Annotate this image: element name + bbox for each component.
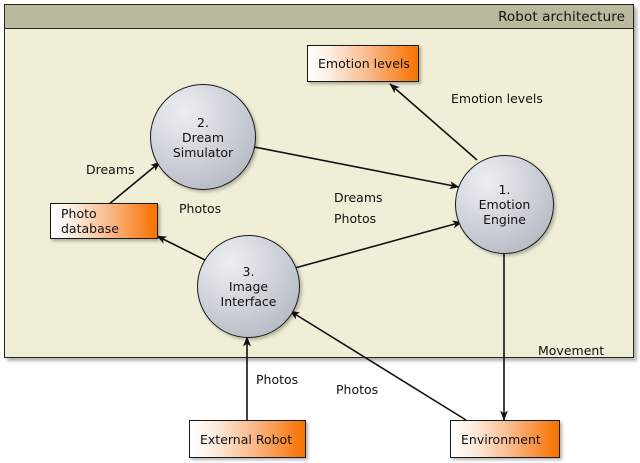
node-image-interface-line1: Image [228,279,269,294]
node-emotion-engine[interactable]: 1. Emotion Engine [455,155,554,254]
node-image-interface[interactable]: 3. Image Interface [197,235,300,338]
label-emotion-levels-flow: Emotion levels [451,91,543,106]
label-dreams-right-flow: Dreams [334,190,383,205]
node-emotion-levels-label: Emotion levels [318,56,410,71]
label-photos-robot-flow: Photos [256,372,299,387]
node-dream-simulator[interactable]: 2. Dream Simulator [150,84,256,190]
node-environment-label: Environment [461,431,541,447]
node-emotion-levels[interactable]: Emotion levels [307,45,419,82]
page-title: Robot architecture [498,8,625,25]
node-external-robot-label: External Robot [200,431,293,447]
label-dreams-left-flow: Dreams [86,162,135,177]
node-emotion-engine-number: 1. [498,182,511,197]
frame-title-bar: Robot architecture [5,5,633,29]
node-dream-simulator-line2: Simulator [172,144,234,160]
node-image-interface-line2: Interface [220,294,277,309]
node-image-interface-number: 3. [242,264,255,279]
label-photos-env-flow: Photos [336,382,379,397]
node-photo-database-label: Photo database [61,206,119,236]
node-dream-simulator-line1: Dream [181,129,225,145]
node-emotion-engine-line1: Emotion [478,197,531,212]
label-photos-right-flow: Photos [334,211,377,226]
label-movement-flow: Movement [538,343,605,358]
node-dream-simulator-number: 2. [197,114,209,130]
node-environment[interactable]: Environment [450,420,560,458]
label-photos-left-flow: Photos [179,201,222,216]
node-external-robot[interactable]: External Robot [189,420,306,458]
node-photo-database[interactable]: Photo database [50,203,158,239]
node-emotion-engine-line2: Engine [483,212,526,227]
